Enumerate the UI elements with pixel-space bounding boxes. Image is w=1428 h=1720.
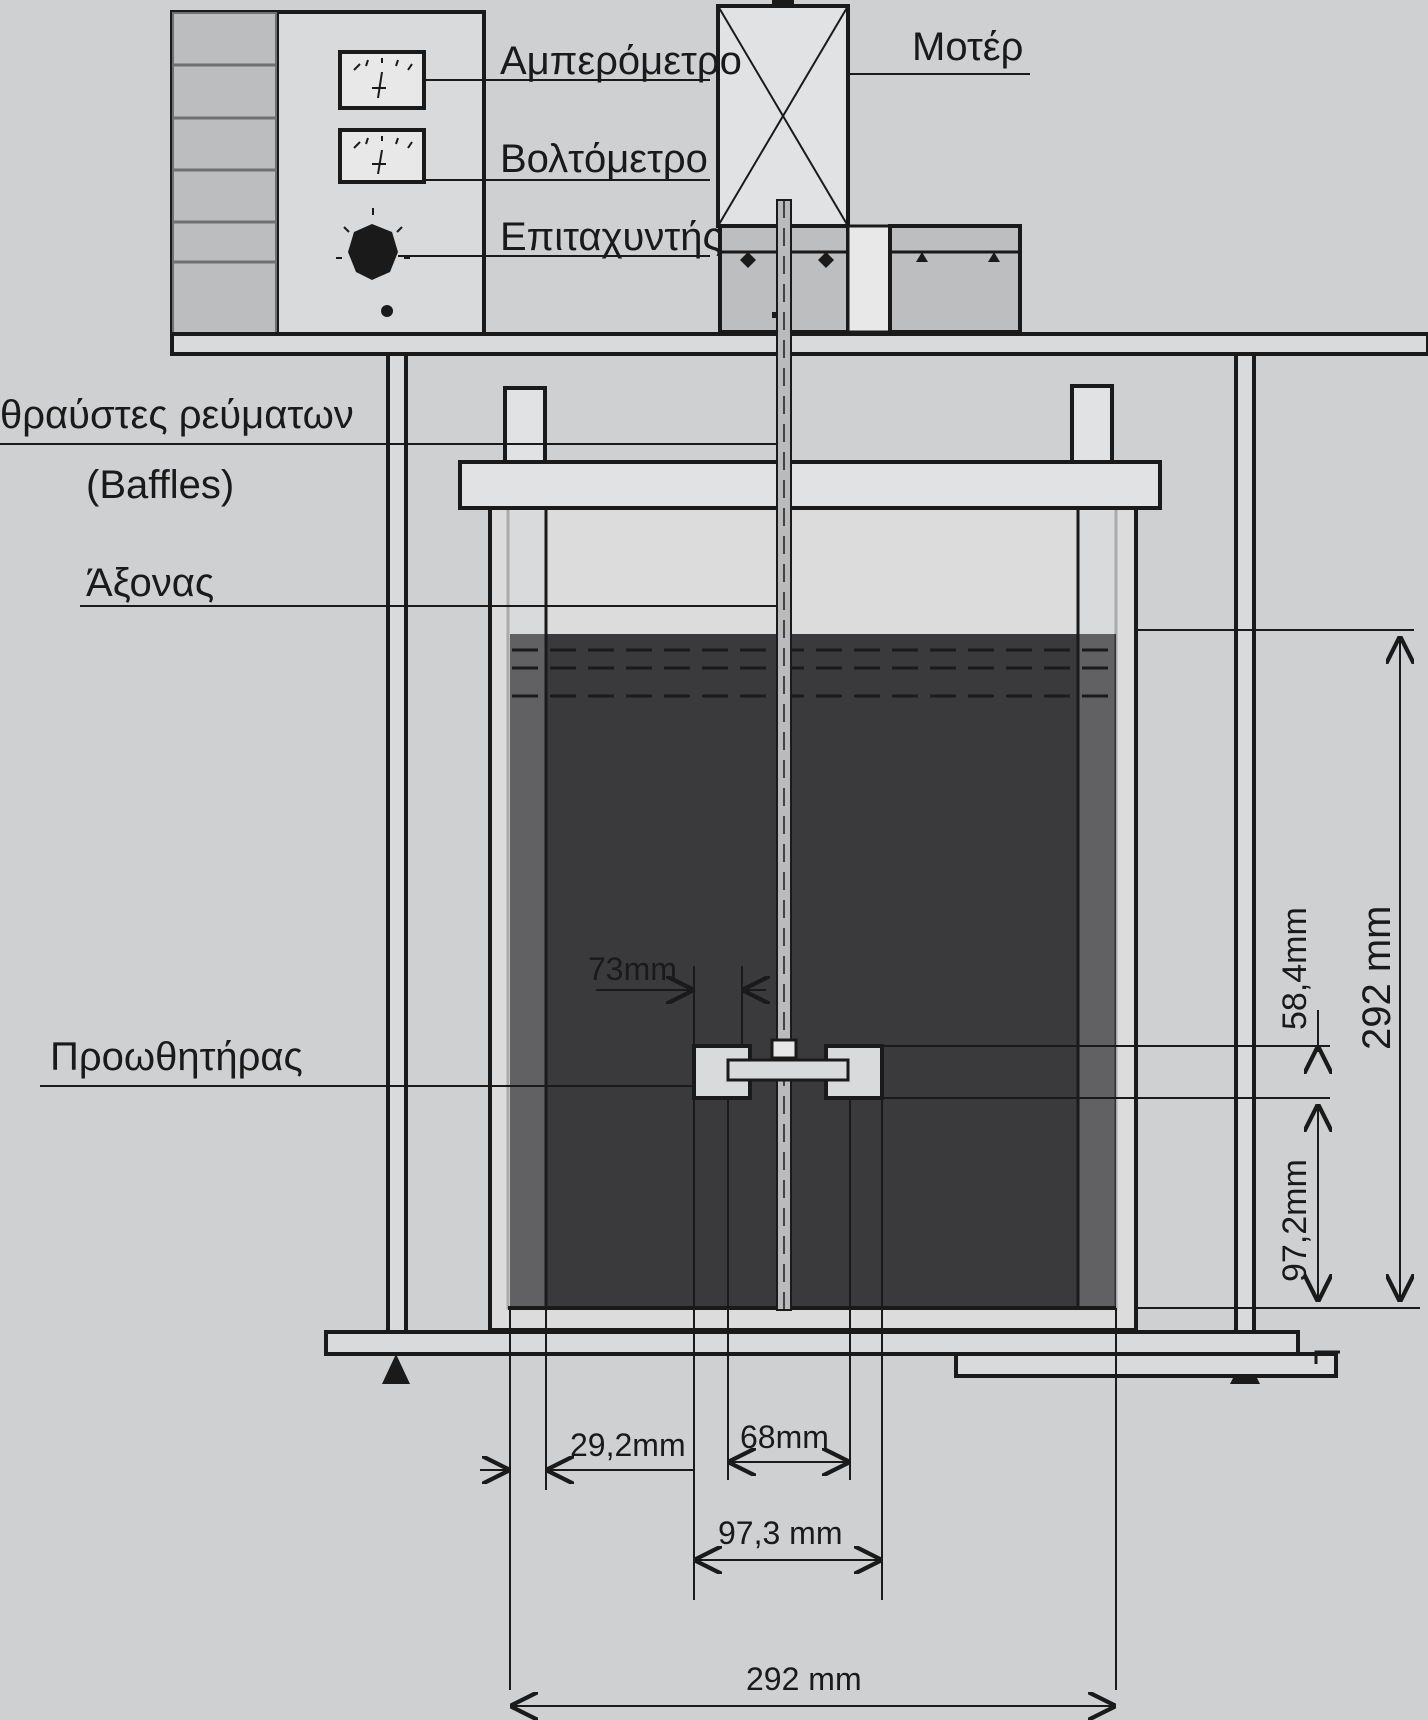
- accelerator-label: Επιταχυντής: [500, 215, 722, 259]
- liquid: [510, 634, 1116, 1308]
- dim-gap-label: 73mm: [588, 951, 677, 987]
- base: [324, 1330, 1340, 1384]
- impeller-label: Προωθητήρας: [50, 1035, 303, 1079]
- top-support-beam: [170, 332, 1428, 356]
- baffles-label-line1: θραύστες ρεύματων: [0, 393, 354, 437]
- leader-lines: [0, 443, 776, 1087]
- dimension-lines: [480, 629, 1420, 1706]
- shaft-label: Άξονας: [86, 561, 214, 605]
- voltmeter-gauge: [338, 128, 426, 184]
- dim-impeller-height-label: 58,4mm: [1276, 907, 1314, 1030]
- baffle-tops: [503, 384, 1114, 464]
- baffles-label-line2: (Baffles): [86, 463, 234, 507]
- coupling-blocks: [718, 224, 1022, 334]
- liquid-surface-lines: [512, 648, 1114, 698]
- dim-clearance-label: 97,2mm: [1276, 1159, 1314, 1282]
- dim-tank-height-label: 292 mm: [1355, 906, 1399, 1051]
- dim-baffle-width-label: 29,2mm: [570, 1427, 686, 1463]
- dim-hub-label: 68mm: [740, 1419, 829, 1455]
- dim-tank-diameter-label: 292 mm: [746, 1661, 862, 1697]
- motor-label: Μοτέρ: [912, 25, 1023, 69]
- crossbar: [458, 460, 1162, 510]
- voltmeter-label: Βολτόμετρο: [500, 137, 708, 181]
- impeller: [692, 1038, 884, 1100]
- baffles: [506, 506, 1118, 1310]
- motor: [716, 0, 850, 228]
- shaft: [776, 199, 792, 1311]
- tank: [488, 506, 1138, 1332]
- dim-impeller-diameter-label: 97,3 mm: [718, 1515, 842, 1551]
- ammeter-label: Αμπερόμετρο: [500, 39, 742, 83]
- accelerator-knob-icon: [336, 208, 410, 317]
- ammeter-gauge: [338, 50, 426, 110]
- control-panel: [170, 10, 710, 340]
